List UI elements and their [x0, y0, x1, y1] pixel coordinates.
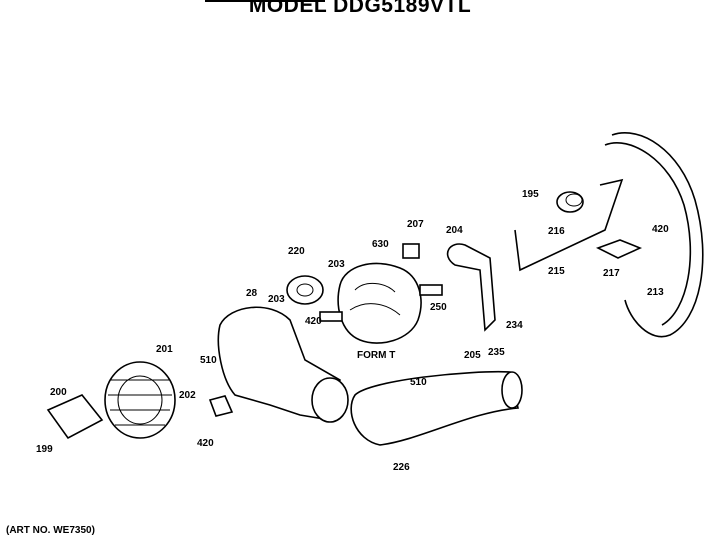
callout-203-b: 203: [268, 294, 285, 305]
callout-213: 213: [647, 287, 664, 298]
thermostat-216: [556, 191, 584, 213]
bracket-200: [46, 394, 104, 440]
callout-510-b: 510: [410, 377, 427, 388]
form-label: FORM T: [357, 350, 395, 361]
callout-204: 204: [446, 225, 463, 236]
callout-203-a: 203: [328, 259, 345, 270]
callout-420-b: 420: [305, 316, 322, 327]
callout-250: 250: [430, 302, 447, 313]
drum-seal-ring: [604, 132, 704, 338]
callout-217: 217: [603, 268, 620, 279]
blower-housing-28: [217, 306, 349, 423]
callout-202: 202: [179, 390, 196, 401]
callout-215: 215: [548, 266, 565, 277]
callout-220: 220: [288, 246, 305, 257]
callout-205: 205: [464, 350, 481, 361]
bracket-205: [446, 243, 496, 332]
callout-630: 630: [372, 239, 389, 250]
motor-mount-203: [286, 275, 324, 305]
title-rule: [205, 0, 325, 2]
clip-202: [208, 395, 234, 417]
callout-420-a: 420: [652, 224, 669, 235]
callout-235: 235: [488, 347, 505, 358]
callout-200: 200: [50, 387, 67, 398]
callout-195: 195: [522, 189, 539, 200]
callout-207: 207: [407, 219, 424, 230]
callout-216: 216: [548, 226, 565, 237]
callout-28: 28: [246, 288, 258, 299]
callout-510-a: 510: [200, 355, 217, 366]
motor-630: [319, 243, 443, 344]
callout-201: 201: [156, 344, 173, 355]
model-title: MODEL DDG5189VTL: [248, 0, 472, 17]
rod-215: [514, 178, 624, 272]
duct-226: [350, 370, 523, 446]
callout-234: 234: [506, 320, 523, 331]
callout-226: 226: [393, 462, 410, 473]
art-number: (ART NO. WE7350): [6, 525, 95, 536]
plate-217: [595, 239, 643, 259]
blower-wheel-201: [104, 361, 176, 439]
callout-420-c: 420: [197, 438, 214, 449]
callout-199: 199: [36, 444, 53, 455]
